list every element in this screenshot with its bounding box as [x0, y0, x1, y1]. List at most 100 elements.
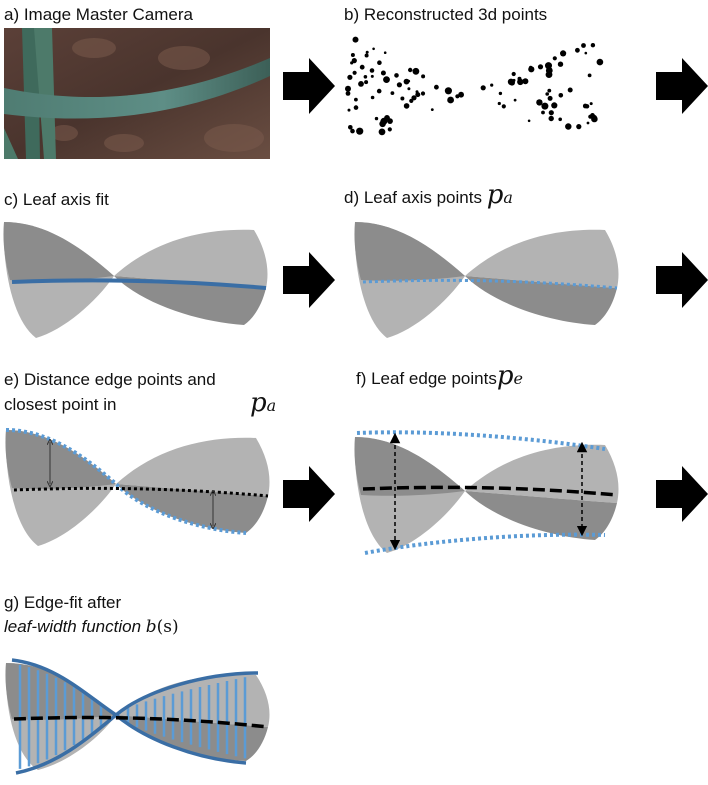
point-91: [372, 47, 375, 51]
point-18: [378, 128, 386, 136]
point-69: [430, 108, 434, 111]
arrow-b-out: [656, 58, 708, 114]
arrow-e-to-f: [283, 466, 335, 522]
point-99: [412, 67, 420, 75]
point-24: [348, 125, 353, 130]
point-74: [370, 74, 374, 78]
panel-f: [354, 430, 619, 555]
point-95: [527, 119, 531, 123]
arrow-d-out: [656, 252, 708, 308]
label-d-subscript: a: [503, 188, 513, 207]
point-41: [394, 73, 399, 78]
point-88: [501, 104, 506, 109]
point-6: [387, 127, 392, 132]
label-e-line2: closest point in: [4, 395, 117, 414]
point-108: [365, 50, 369, 54]
point-66: [369, 68, 375, 73]
point-33: [458, 91, 464, 98]
point-106: [420, 91, 426, 96]
point-93: [351, 58, 357, 64]
photo-panel: [4, 28, 270, 159]
arrow-c-to-d: [283, 252, 335, 308]
point-100: [552, 56, 557, 61]
point-83: [480, 85, 486, 91]
point-26: [541, 110, 545, 115]
axis-dashed-black: [362, 485, 618, 497]
point-30: [490, 83, 494, 87]
label-e-symbol-wrap: pa: [250, 390, 277, 416]
point-58: [512, 78, 516, 82]
point-84: [350, 128, 355, 134]
point-20: [575, 47, 580, 53]
point-46: [590, 43, 596, 48]
edge-fit-curve-b: [15, 671, 259, 775]
point-43: [390, 91, 395, 95]
point-21: [359, 64, 365, 70]
point-60: [587, 73, 592, 78]
axis-dotted-black: [13, 486, 269, 498]
leaf-left-dark: [3, 222, 115, 281]
point-42: [589, 102, 593, 106]
label-g-line2: leaf-width function b(s): [4, 616, 179, 638]
point-62: [411, 95, 417, 101]
point-78: [557, 61, 564, 67]
point-9: [407, 87, 411, 91]
label-e-subscript: a: [266, 396, 277, 415]
point-80: [558, 117, 562, 122]
leaf-vertical-right: [34, 28, 56, 159]
point-82: [345, 85, 351, 92]
point-10: [358, 81, 364, 87]
point-55: [511, 71, 516, 77]
point-39: [545, 67, 553, 74]
point-71: [384, 115, 390, 121]
point-13: [352, 70, 357, 75]
leaf-right-dark: [116, 484, 268, 533]
point-86: [591, 115, 598, 123]
label-d-text: d) Leaf axis points: [344, 188, 482, 207]
point-12: [548, 110, 554, 116]
edge-fit-upper: [356, 430, 606, 451]
label-c: c) Leaf axis fit: [4, 190, 109, 209]
point-22: [363, 75, 368, 79]
point-2: [498, 91, 503, 96]
label-g-line1: g) Edge-fit after: [4, 593, 122, 612]
point-57: [547, 95, 553, 101]
point-0: [377, 60, 382, 65]
label-b: b) Reconstructed 3d points: [344, 5, 548, 24]
leaf-left-dark: [354, 437, 465, 496]
arrow-a-to-b: [283, 58, 335, 114]
point-79: [581, 43, 586, 48]
leaf-corner: [4, 128, 18, 159]
point-96: [380, 70, 386, 76]
label-g-italic: leaf-width function: [4, 617, 142, 636]
point-97: [551, 102, 558, 109]
label-f-symbol: p: [496, 361, 514, 391]
panel-g: [5, 658, 270, 775]
point-7: [596, 58, 604, 66]
point-5: [409, 98, 414, 103]
point-52: [421, 74, 426, 79]
leaf-right-light: [116, 437, 270, 496]
label-a: a) Image Master Camera: [4, 5, 193, 24]
point-59: [383, 76, 390, 83]
point-17: [582, 103, 588, 109]
point-38: [400, 96, 405, 101]
panel-e: [5, 428, 270, 546]
point-90: [517, 78, 524, 86]
point-23: [383, 51, 387, 54]
point-36: [586, 121, 590, 125]
point-28: [353, 105, 359, 110]
point-37: [444, 87, 452, 95]
point-92: [350, 53, 355, 57]
point-45: [352, 36, 359, 43]
edge-dotted-upper: [5, 428, 247, 535]
point-64: [345, 91, 351, 96]
point-103: [548, 115, 554, 122]
point-98: [528, 66, 535, 73]
point-29: [447, 96, 454, 104]
point-105: [376, 88, 382, 94]
label-g-func: b: [145, 617, 157, 637]
soil-clods: [50, 38, 264, 152]
point-3: [396, 82, 402, 88]
leaf-diagonal: [4, 58, 270, 119]
